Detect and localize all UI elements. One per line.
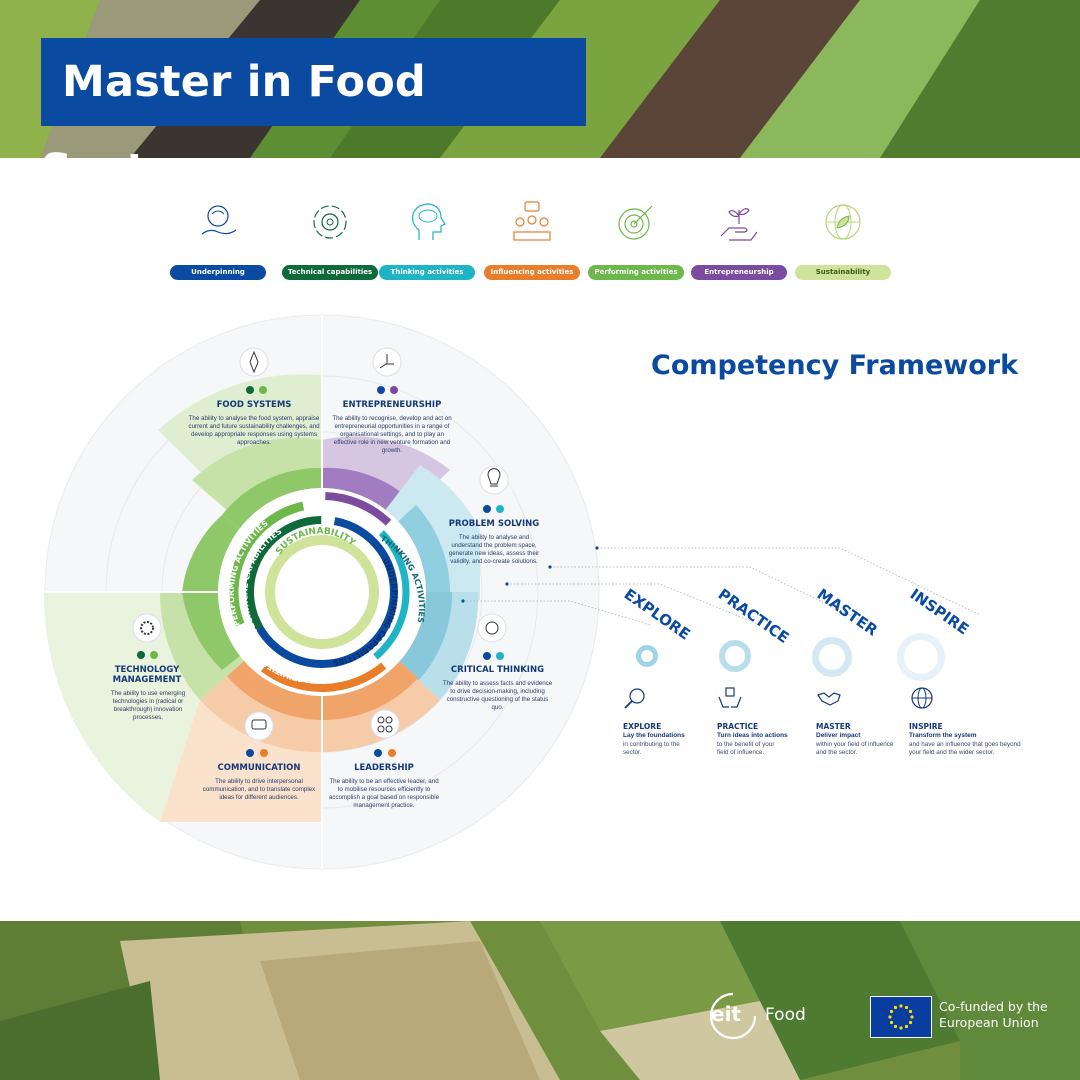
target-icon bbox=[618, 205, 653, 240]
legend-item-influencing: Influencing activities bbox=[484, 198, 580, 280]
eit-food-logo: eit Food bbox=[703, 988, 823, 1049]
segment-desc: The ability to analyse the food system, … bbox=[188, 415, 320, 446]
page-title: Master in Food Systems bbox=[41, 38, 586, 195]
level-name: EXPLORE bbox=[623, 722, 662, 731]
segment-label-technology-management: TECHNOLOGY MANAGEMENT The ability to use… bbox=[82, 665, 212, 722]
legend-item-performing: Performing activities bbox=[588, 198, 684, 280]
segment-title: ENTREPRENEURSHIP bbox=[342, 400, 442, 410]
team-icon bbox=[370, 709, 400, 739]
level-description: within your field of influence and the s… bbox=[816, 741, 894, 756]
gear-icon bbox=[132, 613, 162, 643]
segment-title: CRITICAL THINKING bbox=[450, 665, 545, 675]
level-subtitle: Transform the system bbox=[909, 732, 977, 739]
level-description: to the benefit of your field of influenc… bbox=[717, 741, 775, 756]
segment-label-entrepreneurship: ENTREPRENEURSHIP The ability to recognis… bbox=[330, 400, 454, 455]
segment-desc: The ability to be an effective leader, a… bbox=[328, 778, 440, 809]
level-subtitle: Lay the foundations bbox=[623, 732, 685, 739]
level-ring bbox=[719, 640, 751, 672]
competency-wheel: ENTREPRENEURSHIP THINKING ACTIVITIES UND… bbox=[0, 290, 600, 870]
legend-item-underpinning: Underpinning capabilities bbox=[170, 198, 266, 291]
eu-text: Co-funded by the European Union bbox=[939, 999, 1048, 1031]
segment-title: LEADERSHIP bbox=[354, 763, 414, 773]
segment-label-problem-solving: PROBLEM SOLVING The ability to analyse a… bbox=[444, 519, 544, 566]
logo-main: eit bbox=[711, 1002, 741, 1026]
legend: Underpinning capabilities Technical capa… bbox=[0, 198, 1080, 291]
segment-desc: The ability to use emerging technologies… bbox=[110, 690, 186, 721]
legend-item-thinking: Thinking activities bbox=[379, 198, 475, 280]
eu-line2: European Union bbox=[939, 1015, 1039, 1030]
segment-title: COMMUNICATION bbox=[217, 763, 301, 773]
level-name: PRACTICE bbox=[717, 722, 759, 731]
logo-sub: Food bbox=[765, 1005, 806, 1025]
magnifier-icon bbox=[624, 688, 645, 709]
hands-box-icon bbox=[718, 687, 742, 708]
chat-icon bbox=[244, 711, 274, 741]
level-subtitle: Turn ideas into actions bbox=[717, 732, 788, 739]
segment-desc: The ability to assess facts and evidence… bbox=[442, 680, 553, 711]
legend-label: Underpinning capabilities bbox=[170, 265, 266, 291]
globe-icon bbox=[911, 687, 933, 709]
globe-leaf-icon bbox=[825, 204, 861, 240]
level-name: MASTER bbox=[816, 722, 851, 731]
head-hand-icon bbox=[201, 205, 237, 235]
legend-label: Sustainability bbox=[795, 265, 891, 280]
lightbulb-icon bbox=[479, 465, 509, 495]
segment-label-food-systems: FOOD SYSTEMS The ability to analyse the … bbox=[180, 400, 328, 447]
segment-label-leadership: LEADERSHIP The ability to be an effectiv… bbox=[328, 763, 440, 810]
segment-label-communication: COMMUNICATION The ability to drive inter… bbox=[200, 763, 318, 802]
legend-label: Performing activities bbox=[588, 265, 684, 280]
compass-icon bbox=[239, 347, 269, 377]
legend-label: Thinking activities bbox=[379, 265, 475, 280]
level-ring bbox=[812, 637, 852, 677]
segment-desc: The ability to analyse and understand th… bbox=[448, 534, 540, 565]
level-ring bbox=[636, 645, 658, 667]
level-ring bbox=[897, 633, 945, 681]
eit-logo-mark bbox=[709, 992, 757, 1040]
level-subtitle: Deliver impact bbox=[816, 732, 861, 739]
connector-lines bbox=[461, 546, 981, 626]
legend-item-sustainability: Sustainability bbox=[795, 198, 891, 280]
level-description: and have an influence that goes beyond y… bbox=[909, 741, 1021, 756]
brain-head-icon bbox=[412, 203, 446, 240]
level-description: in contributing to the sector. bbox=[623, 741, 680, 756]
legend-label: Technical capabilities bbox=[282, 265, 378, 280]
legend-label: Influencing activities bbox=[484, 265, 580, 280]
legend-label: Entrepreneurship bbox=[691, 265, 787, 280]
gear-cycle-icon bbox=[313, 205, 347, 239]
legend-item-technical: Technical capabilities bbox=[282, 198, 378, 280]
people-speech-icon bbox=[513, 201, 551, 241]
segment-title: TECHNOLOGY MANAGEMENT bbox=[112, 665, 182, 685]
eu-flag-icon bbox=[870, 996, 932, 1038]
segment-label-critical-thinking: CRITICAL THINKING The ability to assess … bbox=[440, 665, 555, 712]
eu-line1: Co-funded by the bbox=[939, 999, 1048, 1014]
segment-desc: The ability to recognise, develop and ac… bbox=[332, 415, 452, 454]
segment-desc: The ability to drive interpersonal commu… bbox=[202, 778, 316, 801]
framework-title: Competency Framework bbox=[651, 350, 1019, 381]
level-name: INSPIRE bbox=[909, 722, 943, 731]
hand-plant-icon bbox=[720, 208, 758, 241]
segment-title: FOOD SYSTEMS bbox=[216, 400, 292, 410]
legend-item-entrepreneurship: Entrepreneurship bbox=[691, 198, 787, 280]
handshake-icon bbox=[817, 692, 841, 706]
brain-gear-icon bbox=[477, 613, 507, 643]
segment-title: PROBLEM SOLVING bbox=[448, 519, 540, 529]
